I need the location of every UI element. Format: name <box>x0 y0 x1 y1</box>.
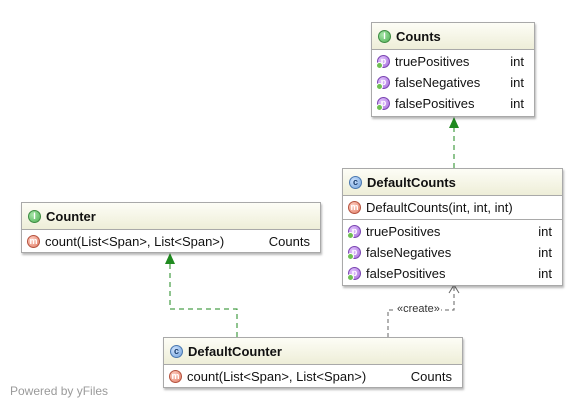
implements-edge-defaultcounter-counter <box>169 263 238 337</box>
field-name: falseNegatives <box>366 245 452 260</box>
field-row[interactable]: p falsePositives int <box>343 263 562 284</box>
property-icon: p <box>347 225 361 239</box>
field-name: falsePositives <box>395 96 475 111</box>
field-row[interactable]: p truePositives int <box>372 51 534 72</box>
counts-fields: p truePositives int p falseNegatives int… <box>372 50 534 115</box>
property-icon: p <box>376 76 390 90</box>
method-row[interactable]: m count(List<Span>, List<Span>) Counts <box>22 231 320 252</box>
field-name: truePositives <box>395 54 470 69</box>
field-name: truePositives <box>366 224 441 239</box>
field-row[interactable]: p falseNegatives int <box>343 242 562 263</box>
field-type: int <box>510 54 524 69</box>
field-type: int <box>538 224 552 239</box>
counts-header: I Counts <box>372 23 534 50</box>
yfiles-watermark: Powered by yFiles <box>10 384 109 398</box>
defaultcounter-class-node[interactable]: c DefaultCounter m count(List<Span>, Lis… <box>163 337 463 388</box>
defaultcounter-title: DefaultCounter <box>188 343 282 359</box>
method-icon: m <box>169 370 182 383</box>
defaultcounts-class-node[interactable]: c DefaultCounts m DefaultCounts(int, int… <box>342 168 563 286</box>
property-icon: p <box>347 267 361 281</box>
field-type: int <box>538 245 552 260</box>
defaultcounts-constructors: m DefaultCounts(int, int, int) <box>343 196 562 220</box>
field-type: int <box>510 96 524 111</box>
defaultcounts-fields: p truePositives int p falseNegatives int… <box>343 220 562 285</box>
field-row[interactable]: p falsePositives int <box>372 93 534 114</box>
constructor-signature: DefaultCounts(int, int, int) <box>366 200 513 215</box>
property-icon: p <box>347 246 361 260</box>
counter-interface-node[interactable]: I Counter m count(List<Span>, List<Span>… <box>21 202 321 253</box>
implements-arrowhead-counter <box>165 253 175 264</box>
class-icon: c <box>170 344 183 358</box>
property-icon: p <box>376 55 390 69</box>
field-row[interactable]: p truePositives int <box>343 221 562 242</box>
counts-interface-node[interactable]: I Counts p truePositives int p falseNega… <box>371 22 535 117</box>
constructor-row[interactable]: m DefaultCounts(int, int, int) <box>343 197 562 218</box>
defaultcounts-header: c DefaultCounts <box>343 169 562 196</box>
defaultcounter-header: c DefaultCounter <box>164 338 462 365</box>
create-edge-label: «create» <box>396 303 441 315</box>
field-name: falseNegatives <box>395 75 481 90</box>
counter-title: Counter <box>46 208 96 224</box>
method-return-type: Counts <box>410 369 452 384</box>
interface-icon: I <box>28 209 41 223</box>
implements-arrowhead-counts <box>449 117 459 128</box>
defaultcounter-methods: m count(List<Span>, List<Span>) Counts <box>164 365 462 388</box>
defaultcounts-title: DefaultCounts <box>367 174 456 190</box>
field-name: falsePositives <box>366 266 446 281</box>
interface-icon: I <box>378 29 391 43</box>
method-signature: count(List<Span>, List<Span>) <box>187 369 367 384</box>
method-row[interactable]: m count(List<Span>, List<Span>) Counts <box>164 366 462 387</box>
method-signature: count(List<Span>, List<Span>) <box>45 234 225 249</box>
method-icon: m <box>348 201 361 214</box>
counter-header: I Counter <box>22 203 320 230</box>
counter-methods: m count(List<Span>, List<Span>) Counts <box>22 230 320 253</box>
counts-title: Counts <box>396 28 441 44</box>
field-type: int <box>510 75 524 90</box>
field-type: int <box>538 266 552 281</box>
method-return-type: Counts <box>268 234 310 249</box>
property-icon: p <box>376 97 390 111</box>
field-row[interactable]: p falseNegatives int <box>372 72 534 93</box>
class-icon: c <box>349 175 362 189</box>
method-icon: m <box>27 235 40 248</box>
